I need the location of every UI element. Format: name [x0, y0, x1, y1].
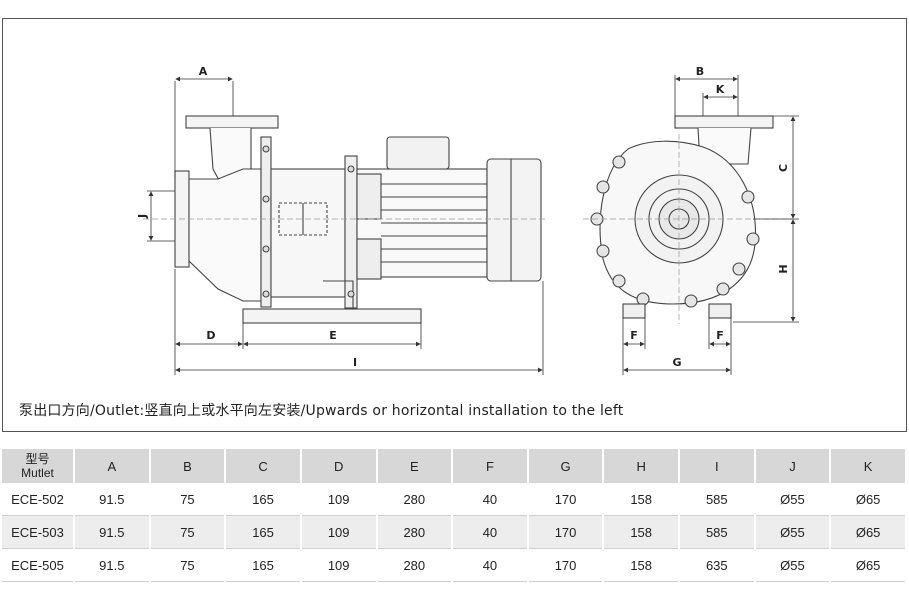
- table-row: ECE-503 91.5 75 165 109 280 40 170 158 5…: [2, 515, 907, 549]
- dim-label-f-right: F: [716, 329, 724, 342]
- table-cell: 75: [149, 548, 227, 582]
- column-header: J: [754, 449, 832, 483]
- dim-label-b: B: [696, 65, 704, 78]
- table-cell: 109: [300, 548, 378, 582]
- table-cell: 40: [452, 515, 529, 549]
- model-cell: ECE-503: [2, 515, 75, 549]
- table-cell: 170: [527, 548, 605, 582]
- dim-label-g: G: [672, 356, 681, 369]
- table-row: ECE-505 91.5 75 165 109 280 40 170 158 6…: [2, 548, 907, 582]
- dim-label-c: C: [777, 164, 790, 172]
- drawing-frame: A J D E I: [2, 18, 907, 432]
- table-cell: Ø55: [754, 548, 832, 582]
- side-view: [143, 115, 548, 324]
- table-cell: 280: [376, 548, 454, 582]
- column-header: A: [74, 449, 151, 483]
- table-cell: 75: [149, 483, 227, 516]
- column-header: B: [149, 449, 227, 483]
- model-cell: ECE-505: [2, 548, 75, 582]
- table-row: ECE-502 91.5 75 165 109 280 40 170 158 5…: [2, 483, 907, 516]
- spec-table: 型号 Mutlet A B C D E F G H I J K ECE-502 …: [2, 449, 907, 582]
- table-cell: 40: [452, 483, 529, 516]
- table-header-row: 型号 Mutlet A B C D E F G H I J K: [2, 449, 907, 483]
- model-cell: ECE-502: [2, 483, 75, 516]
- table-cell: Ø55: [754, 483, 832, 516]
- table-cell: 75: [149, 515, 227, 549]
- table-cell: 585: [679, 515, 756, 549]
- table-cell: 170: [527, 515, 605, 549]
- table-cell: 91.5: [74, 548, 151, 582]
- model-header-en: Mutlet: [21, 466, 54, 480]
- table-cell: Ø65: [830, 515, 907, 549]
- dim-label-a: A: [199, 65, 208, 78]
- dim-label-h: H: [777, 264, 790, 273]
- table-cell: 91.5: [74, 515, 151, 549]
- column-header: H: [603, 449, 680, 483]
- table-cell: Ø55: [754, 515, 832, 549]
- dim-label-d: D: [206, 329, 215, 342]
- pump-drawing: A J D E I: [136, 65, 799, 375]
- dim-label-e: E: [329, 329, 337, 342]
- table-cell: 158: [603, 483, 680, 516]
- table-cell: 165: [225, 548, 302, 582]
- front-dimensions: [622, 75, 799, 375]
- dim-label-k: K: [716, 83, 725, 96]
- table-cell: 170: [527, 483, 605, 516]
- table-cell: Ø65: [830, 548, 907, 582]
- dim-label-f-left: F: [630, 329, 638, 342]
- column-header: I: [679, 449, 756, 483]
- column-header: E: [376, 449, 454, 483]
- table-cell: 280: [376, 515, 454, 549]
- column-header: K: [830, 449, 907, 483]
- table-cell: 158: [603, 548, 680, 582]
- side-dimensions: [147, 76, 544, 375]
- table-cell: Ø65: [830, 483, 907, 516]
- column-header: G: [527, 449, 605, 483]
- table-cell: 91.5: [74, 483, 151, 516]
- table-cell: 585: [679, 483, 756, 516]
- table-cell: 635: [679, 548, 756, 582]
- table-cell: 165: [225, 483, 302, 516]
- front-view: [583, 115, 793, 324]
- table-cell: 109: [300, 515, 378, 549]
- dim-label-j: J: [136, 214, 149, 219]
- table-cell: 109: [300, 483, 378, 516]
- table-cell: 165: [225, 515, 302, 549]
- dim-label-i: I: [353, 356, 357, 369]
- installation-caption: 泵出口方向/Outlet:竖直向上或水平向左安装/Upwards or hori…: [19, 403, 624, 419]
- table-cell: 40: [452, 548, 529, 582]
- model-header-cn: 型号: [25, 452, 50, 466]
- column-header: C: [225, 449, 302, 483]
- front-dimension-labels: B K C H F F G: [630, 65, 790, 369]
- table-cell: 280: [376, 483, 454, 516]
- column-header: F: [452, 449, 529, 483]
- model-column-header: 型号 Mutlet: [2, 449, 75, 483]
- table-cell: 158: [603, 515, 680, 549]
- side-dimension-labels: A J D E I: [136, 65, 357, 369]
- column-header: D: [300, 449, 378, 483]
